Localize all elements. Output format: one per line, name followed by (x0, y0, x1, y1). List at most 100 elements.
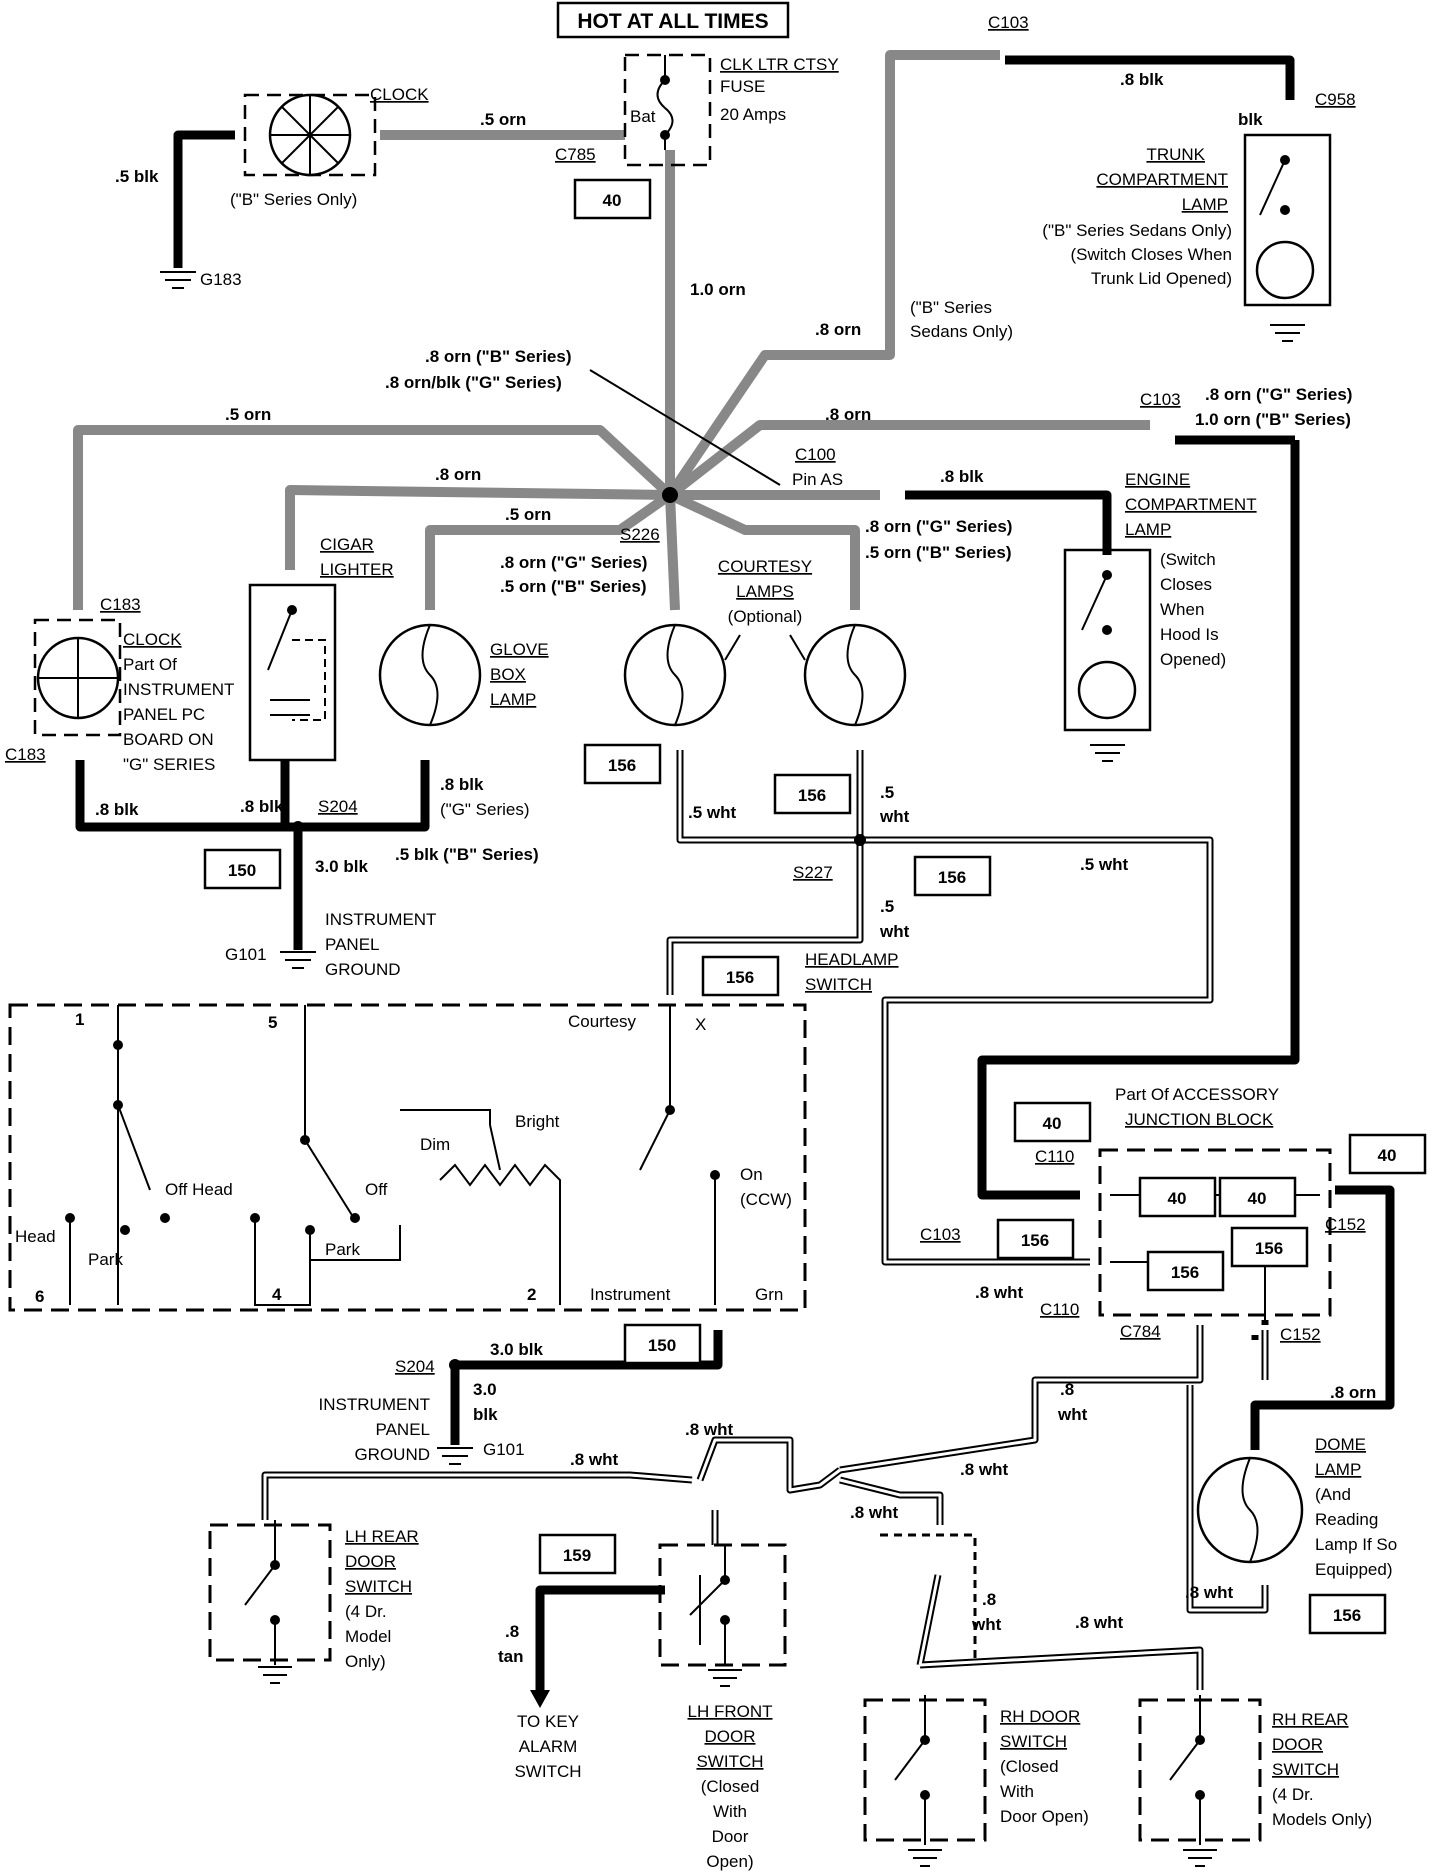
svg-text:On: On (740, 1165, 763, 1184)
svg-text:SWITCH: SWITCH (805, 975, 872, 994)
engine-side-orn-wire (666, 420, 1150, 499)
svg-text:LAMP: LAMP (1182, 195, 1228, 214)
svg-text:C152: C152 (1280, 1325, 1321, 1344)
svg-text:(Optional): (Optional) (728, 607, 803, 626)
svg-text:156: 156 (726, 968, 754, 987)
splices (292, 487, 866, 1371)
svg-text:.8 blk: .8 blk (95, 800, 139, 819)
svg-text:1.0 orn: 1.0 orn (690, 280, 746, 299)
svg-text:Models Only): Models Only) (1272, 1810, 1372, 1829)
connector-c785: C785 (555, 145, 596, 164)
clock-ground-wire (173, 130, 235, 268)
svg-text:Model: Model (345, 1627, 391, 1646)
svg-text:.8 orn ("G" Series): .8 orn ("G" Series) (500, 553, 647, 572)
trunk-wire2: blk (1238, 110, 1263, 129)
svg-text:Part Of: Part Of (123, 655, 177, 674)
fuse-block: Bat CLK LTR CTSY FUSE 20 Amps C785 (555, 53, 839, 167)
ground-icon (1270, 324, 1305, 342)
splice-s204-low-label: S204 (395, 1357, 435, 1376)
svg-text:.8 orn/blk ("G" Series): .8 orn/blk ("G" Series) (385, 373, 562, 392)
svg-text:Head: Head (15, 1227, 56, 1246)
svg-text:LAMPS: LAMPS (736, 582, 794, 601)
svg-text:.5: .5 (880, 783, 894, 802)
svg-text:156: 156 (798, 786, 826, 805)
ref-159 (538, 1533, 617, 1575)
svg-text:X: X (695, 1015, 706, 1034)
lh-rear-door-switch: LH REAR DOOR SWITCH (4 Dr. Model Only) (208, 1520, 419, 1684)
svg-text:("G" Series): ("G" Series) (440, 800, 530, 819)
svg-text:156: 156 (1021, 1231, 1049, 1250)
ref-40a (573, 178, 652, 220)
svg-text:.5 orn ("B" Series): .5 orn ("B" Series) (500, 577, 647, 596)
courtesy-left-orn-wire (665, 494, 680, 611)
svg-text:DOOR: DOOR (1272, 1735, 1323, 1754)
dome-lamp: .8 orn DOME LAMP (And Reading Lamp If So… (1196, 1383, 1397, 1579)
svg-text:DOME: DOME (1315, 1435, 1366, 1454)
splice-s227-label: S227 (793, 863, 833, 882)
clock-top-note: ("B" Series Only) (230, 190, 357, 209)
svg-text:156: 156 (1255, 1239, 1283, 1258)
svg-text:1.0 orn ("B" Series): 1.0 orn ("B" Series) (1195, 410, 1351, 429)
trunk-wire: .8 blk (1120, 70, 1164, 89)
svg-text:40: 40 (1378, 1146, 1397, 1165)
clock-ip-orn-wire (73, 425, 674, 610)
svg-text:wht: wht (1057, 1405, 1088, 1424)
svg-text:.5 orn: .5 orn (505, 505, 551, 524)
svg-text:2: 2 (527, 1285, 536, 1304)
hot-at-all-times-box (556, 1, 790, 39)
svg-text:Door: Door (712, 1827, 749, 1846)
engine-lamp-feed-wire (905, 490, 1112, 555)
svg-text:When: When (1160, 600, 1204, 619)
ground-icon (437, 1447, 473, 1465)
svg-text:Lamp If So: Lamp If So (1315, 1535, 1397, 1554)
svg-text:GLOVE: GLOVE (490, 640, 549, 659)
splice-s226 (662, 487, 678, 503)
ref-156c (913, 855, 992, 897)
engine-compartment-lamp: ENGINE COMPARTMENT LAMP (Switch Closes W… (1063, 470, 1257, 762)
svg-text:COMPARTMENT: COMPARTMENT (1125, 495, 1257, 514)
svg-text:.8 orn ("G" Series): .8 orn ("G" Series) (865, 517, 1012, 536)
svg-text:Equipped): Equipped) (1315, 1560, 1393, 1579)
svg-text:(CCW): (CCW) (740, 1190, 792, 1209)
headlamp-switch: HEADLAMP SWITCH Courtesy X 1 5 6 4 2 Hea… (8, 950, 899, 1312)
key-alarm-wire (535, 1585, 665, 1690)
svg-text:wht: wht (879, 922, 910, 941)
cigar-orn-wire (285, 485, 671, 570)
splice-s204 (292, 821, 304, 833)
svg-text:4: 4 (272, 1285, 282, 1304)
ground-icon (908, 1849, 942, 1867)
svg-text:C152: C152 (1325, 1215, 1366, 1234)
svg-text:(Switch Closes When: (Switch Closes When (1070, 245, 1232, 264)
svg-text:.8 wht: .8 wht (1075, 1613, 1124, 1632)
svg-text:Off: Off (365, 1180, 388, 1199)
svg-text:ALARM: ALARM (519, 1737, 578, 1756)
svg-text:156: 156 (1171, 1263, 1199, 1282)
arrow-down-icon (530, 1690, 550, 1708)
svg-text:.8: .8 (982, 1590, 996, 1609)
svg-text:SWITCH: SWITCH (1000, 1732, 1067, 1751)
svg-text:40: 40 (603, 191, 622, 210)
svg-text:.8 wht: .8 wht (960, 1460, 1009, 1479)
svg-text:.5 blk ("B" Series): .5 blk ("B" Series) (395, 845, 539, 864)
clock-ip: C183 C183 CLOCK Part Of INSTRUMENT PANEL… (5, 595, 234, 774)
svg-text:3.0: 3.0 (473, 1380, 497, 1399)
ref-40d (1138, 1176, 1217, 1218)
svg-text:Closes: Closes (1160, 575, 1212, 594)
svg-text:.8 wht: .8 wht (570, 1450, 619, 1469)
svg-text:C110: C110 (1035, 1147, 1074, 1166)
svg-text:40: 40 (1043, 1114, 1062, 1133)
courtesy-right-orn-wire (667, 490, 860, 610)
svg-text:INSTRUMENT: INSTRUMENT (325, 910, 436, 929)
svg-text:.5: .5 (880, 897, 894, 916)
ground-icon (258, 1666, 292, 1684)
connector-c958: C958 (1315, 90, 1356, 109)
svg-text:150: 150 (648, 1336, 676, 1355)
svg-text:GROUND: GROUND (354, 1445, 430, 1464)
clock-top-feed: .5 orn (480, 110, 526, 129)
ground-icon (280, 951, 316, 969)
svg-text:156: 156 (608, 756, 636, 775)
svg-text:Courtesy: Courtesy (568, 1012, 637, 1031)
svg-text:LH REAR: LH REAR (345, 1527, 419, 1546)
svg-text:TRUNK: TRUNK (1146, 145, 1205, 164)
